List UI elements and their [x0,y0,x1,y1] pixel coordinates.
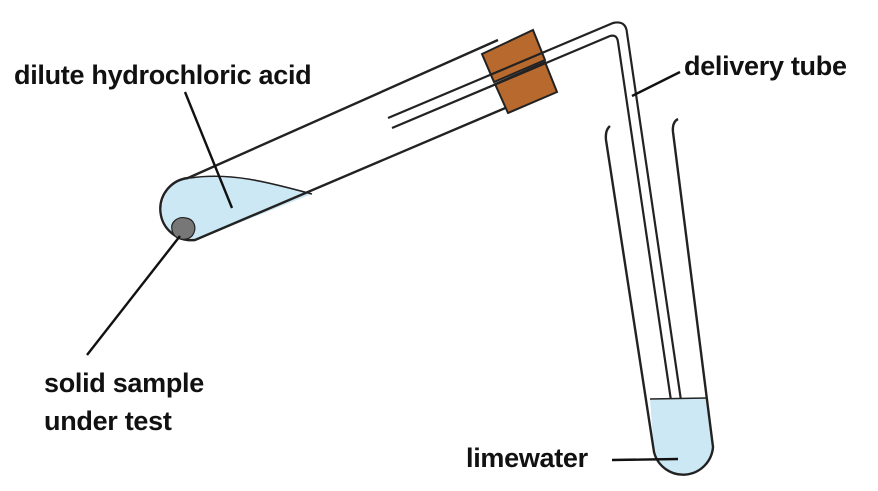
bung-upper [480,28,547,84]
sample-label-line1: solid sample [44,368,204,398]
sample-pointer-line [86,235,181,356]
acid-label: dilute hydrochloric acid [14,60,311,90]
sample-label-line2: under test [44,406,172,436]
delivery-tube-wall-inner [391,34,680,449]
solid-sample [171,217,196,240]
acid-surface [189,175,313,195]
delivery-tube [387,21,690,449]
limewater-test-tube [604,117,715,476]
delivery-tube-pointer-line [631,70,681,98]
delivery-tube-label: delivery tube [684,51,847,81]
acid-liquid [161,176,312,241]
delivery-tube-wall-outer [387,21,690,449]
reaction-test-tube [159,38,511,242]
limewater-label: limewater [466,443,589,473]
limewater-pointer-line [611,457,679,462]
limewater-tube-outline [604,117,715,476]
limewater-surface [649,397,708,400]
acid-pointer-line [183,91,234,209]
limewater-liquid [650,398,713,475]
